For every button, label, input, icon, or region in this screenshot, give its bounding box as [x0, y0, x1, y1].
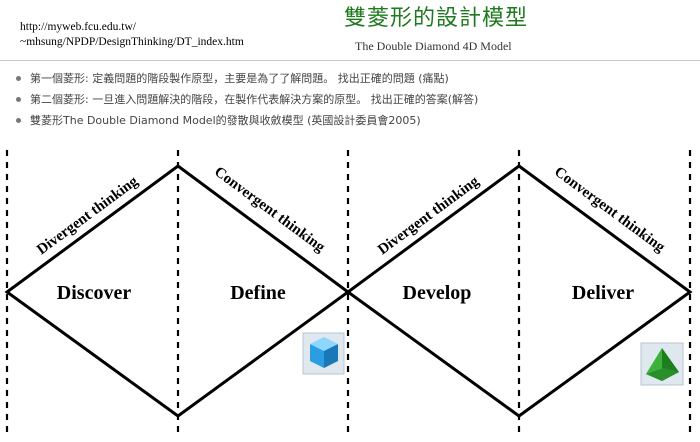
- bullet-dot: [16, 76, 21, 81]
- bullet-list: 第一個菱形: 定義問題的階段製作原型，主要是為了了解問題。 找出正確的問題 (痛…: [16, 71, 478, 134]
- bullet-text: 第二個菱形: 一旦進入問題解決的階段，在製作代表解決方案的原型。 找出正確的答案…: [30, 93, 479, 106]
- phase-label-discover: Discover: [57, 282, 132, 304]
- header-divider: [0, 60, 700, 61]
- pyramid-icon: [640, 342, 684, 386]
- bullet-dot: [16, 97, 21, 102]
- phase-label-develop: Develop: [403, 282, 472, 304]
- bullet-item: 雙菱形The Double Diamond Model的發散與收斂模型 (英國設…: [16, 113, 478, 134]
- page-title: 雙菱形的設計模型: [344, 6, 529, 31]
- thinking-label: Convergent thinking: [211, 164, 328, 256]
- thinking-label: Divergent thinking: [375, 173, 482, 258]
- bullet-item: 第一個菱形: 定義問題的階段製作原型，主要是為了了解問題。 找出正確的問題 (痛…: [16, 71, 478, 92]
- source-url-line2: ~mhsung/NPDP/DesignThinking/DT_index.htm: [20, 36, 244, 48]
- bullet-text: 雙菱形The Double Diamond Model的發散與收斂模型 (英國設…: [30, 114, 421, 127]
- cube-icon: [302, 332, 345, 375]
- bullet-dot: [16, 118, 21, 123]
- source-url-line1: http://myweb.fcu.edu.tw/: [20, 21, 136, 33]
- bullet-item: 第二個菱形: 一旦進入問題解決的階段，在製作代表解決方案的原型。 找出正確的答案…: [16, 92, 478, 113]
- thinking-label: Convergent thinking: [551, 164, 668, 256]
- thinking-label: Divergent thinking: [34, 173, 141, 258]
- phase-label-deliver: Deliver: [572, 282, 634, 304]
- source-url[interactable]: http://myweb.fcu.edu.tw/ ~mhsung/NPDP/De…: [20, 20, 244, 50]
- page-subtitle: The Double Diamond 4D Model: [355, 39, 512, 53]
- bullet-text: 第一個菱形: 定義問題的階段製作原型，主要是為了了解問題。 找出正確的問題 (痛…: [30, 72, 449, 85]
- phase-label-define: Define: [230, 282, 286, 304]
- second-diamond: [345, 164, 693, 418]
